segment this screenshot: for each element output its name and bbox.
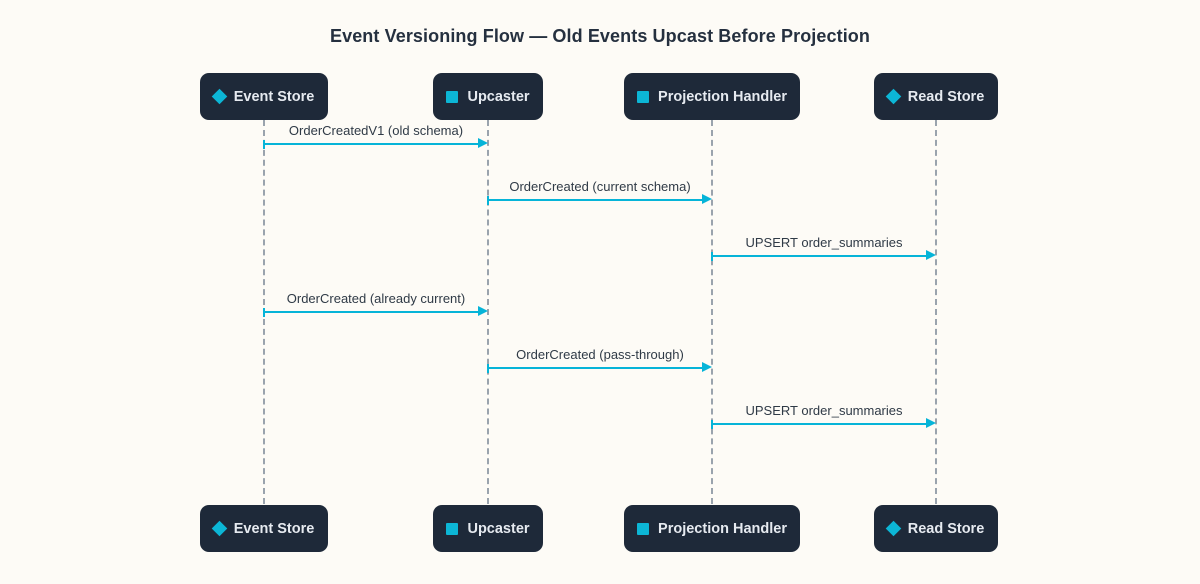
participant-label: Upcaster — [467, 520, 530, 537]
message-arrowhead — [926, 250, 936, 260]
square-icon — [446, 90, 459, 103]
message-line — [712, 423, 928, 425]
participant-upcaster-footer[interactable]: Upcaster — [433, 505, 543, 552]
diamond-icon — [211, 520, 227, 537]
square-icon — [637, 90, 650, 103]
participant-label: Projection Handler — [658, 88, 787, 105]
message-line — [264, 311, 480, 313]
participant-upcaster-header[interactable]: Upcaster — [433, 73, 543, 120]
message-arrowhead — [478, 306, 488, 316]
participant-read-store-footer[interactable]: Read Store — [874, 505, 998, 552]
lifeline-upcaster — [487, 120, 489, 504]
message-arrowhead — [478, 138, 488, 148]
message-arrowhead — [702, 362, 712, 372]
square-icon — [446, 522, 459, 535]
participant-label: Event Store — [233, 520, 315, 537]
lifeline-read-store — [935, 120, 937, 504]
participant-label: Projection Handler — [658, 520, 787, 537]
message-label: OrderCreated (current schema) — [509, 179, 691, 194]
participant-event-store-footer[interactable]: Event Store — [200, 505, 328, 552]
message-label: OrderCreated (already current) — [286, 291, 466, 306]
lifeline-projection-handler — [711, 120, 713, 504]
message-line — [264, 143, 480, 145]
diamond-icon — [885, 520, 901, 537]
page-title: Event Versioning Flow — Old Events Upcas… — [329, 26, 870, 46]
message-line — [488, 367, 704, 369]
participant-read-store-header[interactable]: Read Store — [874, 73, 998, 120]
message-label: UPSERT order_summaries — [745, 403, 903, 418]
message-label: OrderCreatedV1 (old schema) — [288, 123, 464, 138]
participant-projection-handler-header[interactable]: Projection Handler — [624, 73, 800, 120]
message-line — [712, 255, 928, 257]
message-arrowhead — [926, 418, 936, 428]
message-label: OrderCreated (pass-through) — [516, 347, 684, 362]
participant-label: Event Store — [233, 88, 315, 105]
square-icon — [637, 522, 650, 535]
participant-projection-handler-footer[interactable]: Projection Handler — [624, 505, 800, 552]
participant-label: Upcaster — [467, 88, 530, 105]
participant-label: Read Store — [907, 88, 985, 105]
participant-event-store-header[interactable]: Event Store — [200, 73, 328, 120]
message-label: UPSERT order_summaries — [745, 235, 903, 250]
participant-label: Read Store — [907, 520, 985, 537]
diamond-icon — [211, 88, 227, 105]
diamond-icon — [885, 88, 901, 105]
message-line — [488, 199, 704, 201]
message-arrowhead — [702, 194, 712, 204]
